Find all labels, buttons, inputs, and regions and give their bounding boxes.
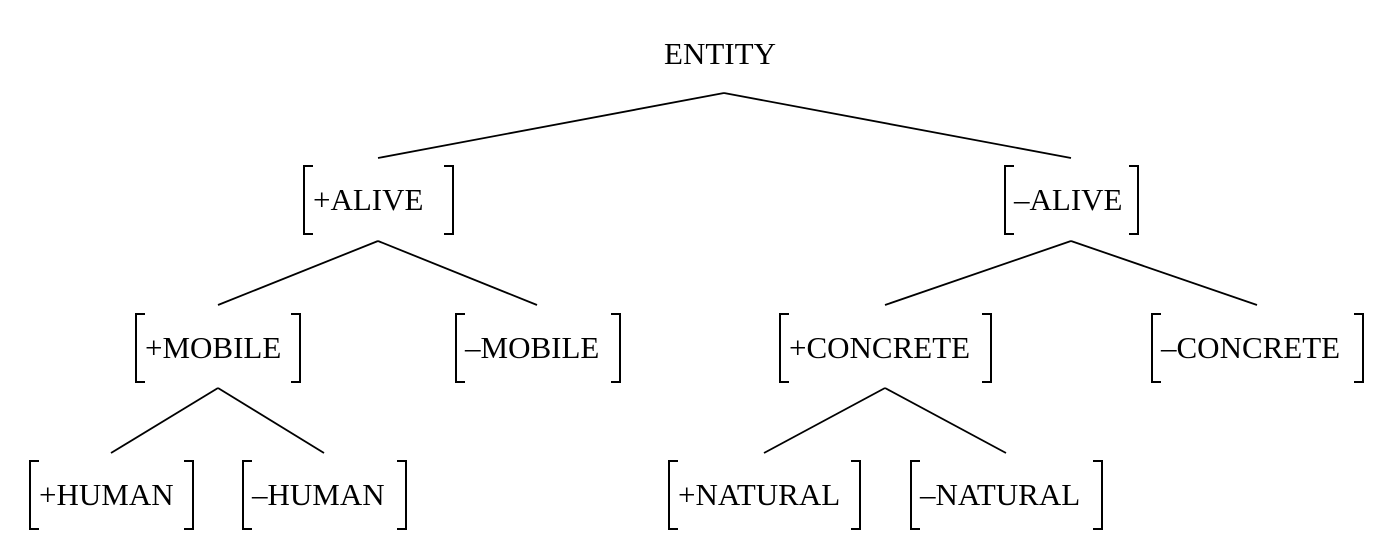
bracket-tick <box>457 313 465 315</box>
bracket-tick <box>1153 313 1161 315</box>
node-plus-alive: +ALIVE <box>303 165 454 235</box>
node-minus-human: –HUMAN <box>242 460 407 530</box>
edge-plus-concrete-plus-natural <box>763 387 886 454</box>
node-label: –HUMAN <box>252 477 385 512</box>
bracket-tick <box>1093 528 1101 530</box>
node-label: –CONCRETE <box>1161 330 1341 365</box>
bracket-tick <box>31 460 39 462</box>
edge-plus-concrete-minus-natural <box>884 387 1007 454</box>
bracket-tick <box>1354 313 1362 315</box>
bracket-tick <box>851 528 859 530</box>
bracket-tick <box>184 528 192 530</box>
bracket-tick <box>611 313 619 315</box>
node-minus-concrete: –CONCRETE <box>1151 313 1364 383</box>
bracket-tick <box>31 528 39 530</box>
node-label: –ALIVE <box>1014 182 1123 217</box>
edge-entity-plus-alive <box>377 92 725 159</box>
bracket-tick <box>781 313 789 315</box>
node-label: +NATURAL <box>678 477 841 512</box>
edge-plus-alive-plus-mobile <box>217 240 379 306</box>
node-label: –MOBILE <box>465 330 600 365</box>
node-minus-natural: –NATURAL <box>910 460 1103 530</box>
bracket-tick <box>912 460 920 462</box>
node-plus-natural: +NATURAL <box>668 460 861 530</box>
node-plus-concrete: +CONCRETE <box>779 313 992 383</box>
edge-plus-alive-minus-mobile <box>377 240 538 306</box>
bracket-tick <box>670 528 678 530</box>
root-node-entity: ENTITY <box>664 36 776 71</box>
bracket-tick <box>305 165 313 167</box>
bracket-tick <box>851 460 859 462</box>
bracket-tick <box>397 460 405 462</box>
bracket-tick <box>1006 233 1014 235</box>
bracket-tick <box>305 233 313 235</box>
node-label: +CONCRETE <box>789 330 971 365</box>
bracket-tick <box>982 313 990 315</box>
node-label: +MOBILE <box>145 330 282 365</box>
bracket-tick <box>457 381 465 383</box>
node-minus-mobile: –MOBILE <box>455 313 621 383</box>
node-label: +HUMAN <box>39 477 174 512</box>
bracket-tick <box>912 528 920 530</box>
bracket-tick <box>1006 165 1014 167</box>
bracket-tick <box>397 528 405 530</box>
edge-minus-alive-plus-concrete <box>884 240 1072 306</box>
edge-plus-mobile-plus-human <box>110 387 219 454</box>
bracket-tick <box>291 381 299 383</box>
node-plus-mobile: +MOBILE <box>135 313 301 383</box>
bracket-tick <box>244 460 252 462</box>
bracket-tick <box>291 313 299 315</box>
node-minus-alive: –ALIVE <box>1004 165 1139 235</box>
edge-plus-mobile-minus-human <box>217 387 325 454</box>
bracket-tick <box>982 381 990 383</box>
bracket-tick <box>444 233 452 235</box>
bracket-tick <box>1153 381 1161 383</box>
bracket-tick <box>244 528 252 530</box>
bracket-tick <box>1093 460 1101 462</box>
node-plus-human: +HUMAN <box>29 460 194 530</box>
bracket-tick <box>1354 381 1362 383</box>
bracket-tick <box>781 381 789 383</box>
edge-minus-alive-minus-concrete <box>1070 240 1258 306</box>
node-label: –NATURAL <box>920 477 1081 512</box>
bracket-tick <box>611 381 619 383</box>
node-label: +ALIVE <box>313 182 424 217</box>
bracket-tick <box>137 313 145 315</box>
bracket-tick <box>444 165 452 167</box>
bracket-tick <box>1129 165 1137 167</box>
bracket-tick <box>1129 233 1137 235</box>
bracket-tick <box>137 381 145 383</box>
bracket-tick <box>670 460 678 462</box>
bracket-tick <box>184 460 192 462</box>
edge-entity-minus-alive <box>723 92 1072 159</box>
